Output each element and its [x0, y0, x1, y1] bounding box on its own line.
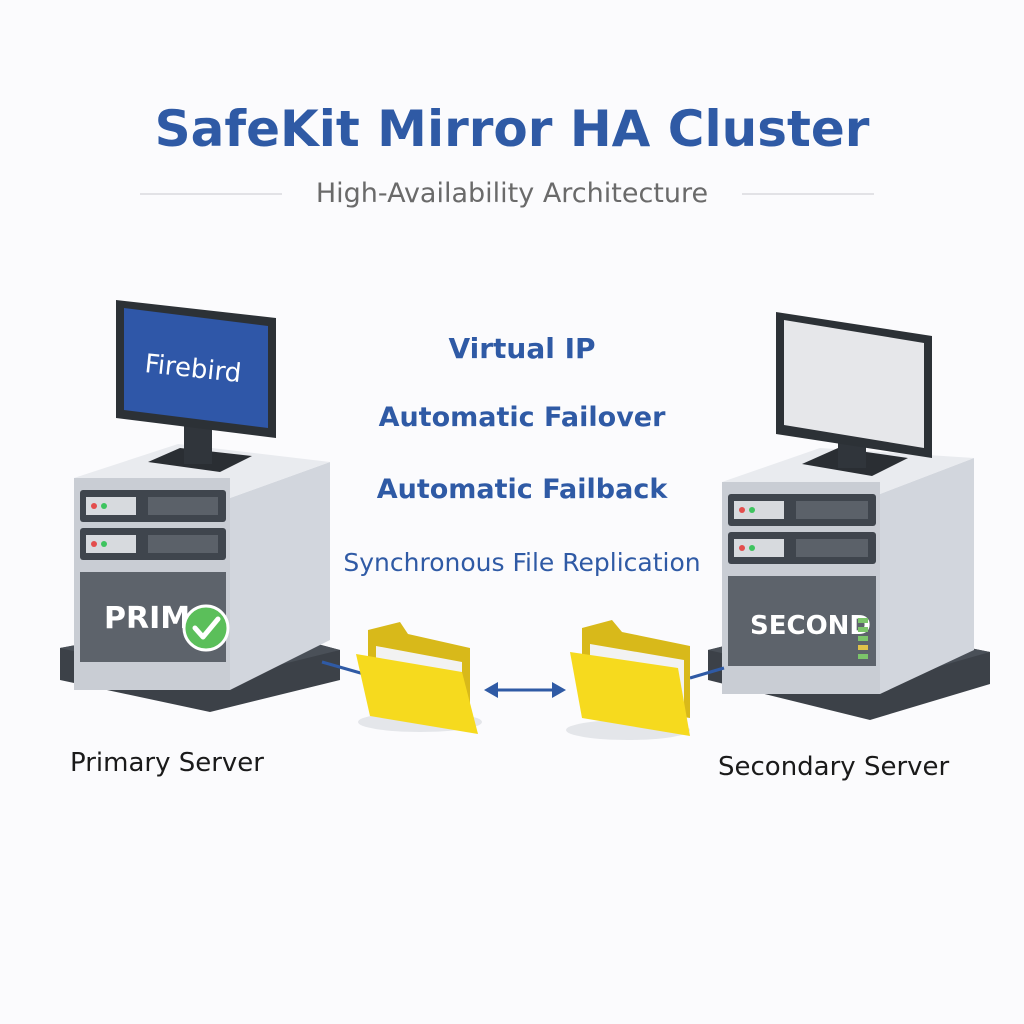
status-leds-icon: [858, 618, 868, 659]
feature-automatic-failover: Automatic Failover: [378, 402, 666, 433]
feature-synchronous-file-replication: Synchronous File Replication: [343, 548, 701, 577]
diagram-title: SafeKit Mirror HA Cluster: [154, 100, 870, 158]
secondary-link-line: [689, 666, 725, 680]
primary-server-caption: Primary Server: [70, 748, 264, 778]
secondary-cabinet-side: [880, 458, 974, 694]
primary-tag: PRIM: [104, 601, 190, 636]
diagram-subtitle: High-Availability Architecture: [315, 178, 709, 209]
check-circle-icon: [182, 604, 230, 652]
feature-virtual-ip: Virtual IP: [448, 332, 596, 365]
primary-monitor-screen: [124, 308, 268, 428]
secondary-monitor-screen: [784, 320, 924, 448]
folder-icon-right: [566, 620, 690, 740]
primary-cabinet-side: [230, 462, 330, 690]
feature-automatic-failback: Automatic Failback: [376, 474, 668, 505]
secondary-tag: SECOND: [750, 611, 871, 641]
bidirectional-arrow-icon: [484, 682, 566, 698]
folder-icon-left: [356, 622, 482, 734]
secondary-server: SECOND: [708, 312, 990, 720]
primary-link-line: [321, 660, 365, 676]
primary-server: PRIM Firebird: [60, 300, 340, 712]
secondary-server-caption: Secondary Server: [718, 752, 950, 782]
secondary-label-panel: [728, 576, 876, 666]
